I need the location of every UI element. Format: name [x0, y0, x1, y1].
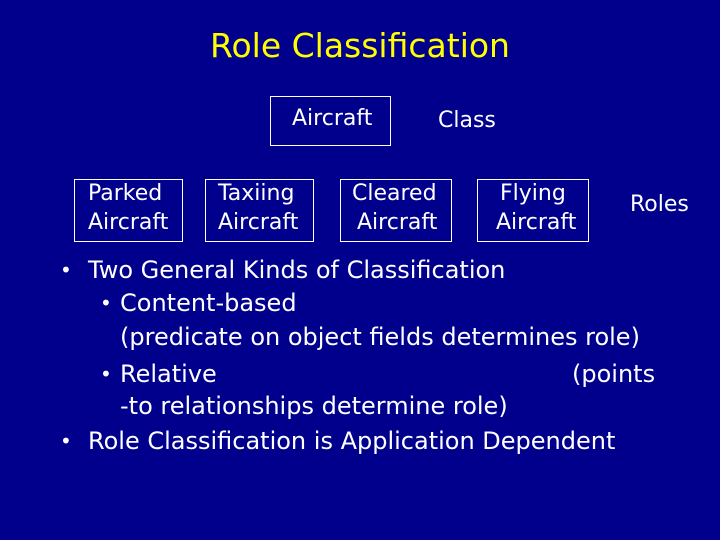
sub-bullet-continuation: (predicate on object fields determines r…	[120, 323, 640, 351]
role-box-line2: Aircraft	[88, 210, 169, 235]
role-box-line1: Taxiing	[218, 181, 295, 206]
role-box-line2: Aircraft	[496, 210, 577, 235]
slide-title: Role Classification	[210, 26, 510, 65]
role-box-line1: Cleared	[352, 181, 437, 206]
role-box-parked: Parked Aircraft	[74, 179, 183, 242]
sub-bullet-continuation: -to relationships determine role)	[120, 392, 508, 420]
bullet-marker: •	[100, 291, 112, 315]
class-box-label: Aircraft	[292, 106, 373, 131]
role-box-line1: Flying	[500, 181, 566, 206]
sub-bullet-item: Relative	[120, 360, 217, 388]
bullet-item: Role Classification is Application Depen…	[88, 427, 616, 455]
role-box-line2: Aircraft	[218, 210, 299, 235]
role-box-cleared: Cleared Aircraft	[340, 179, 452, 242]
class-box-aircraft: Aircraft	[270, 96, 391, 146]
sub-bullet-item-right: (points	[572, 360, 656, 388]
bullet-marker: •	[100, 362, 112, 386]
sub-bullet-item: Content-based	[120, 289, 297, 317]
bullet-marker: •	[60, 258, 72, 282]
role-box-taxiing: Taxiing Aircraft	[205, 179, 314, 242]
role-box-line2: Aircraft	[357, 210, 438, 235]
class-label: Class	[438, 108, 496, 133]
roles-label: Roles	[630, 192, 689, 217]
role-box-flying: Flying Aircraft	[477, 179, 589, 242]
bullet-marker: •	[60, 429, 72, 453]
bullet-item: Two General Kinds of Classification	[88, 256, 506, 284]
role-box-line1: Parked	[88, 181, 163, 206]
